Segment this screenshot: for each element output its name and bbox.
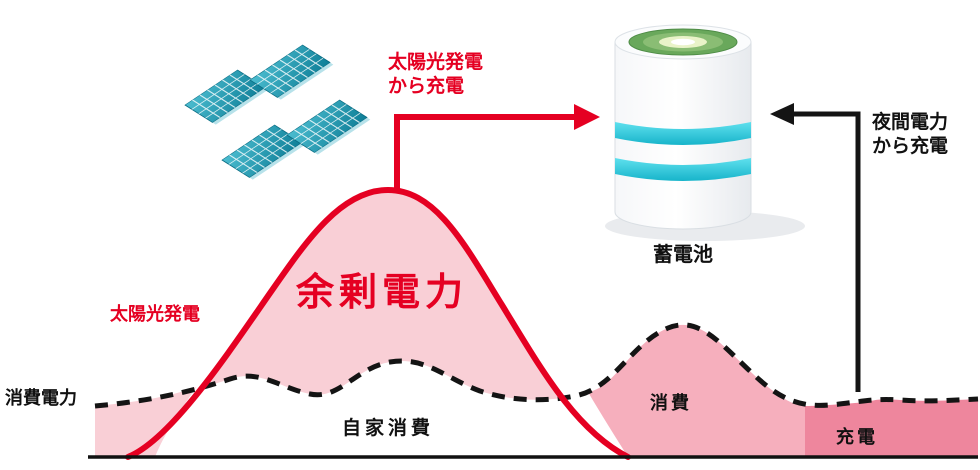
charge-from-night-label: 夜間電力 から充電 [872, 111, 949, 158]
chart-area [88, 186, 979, 460]
surplus-power-label: 余剰電力 [296, 270, 469, 314]
black-arrowhead [770, 103, 794, 125]
consumption-area [588, 324, 805, 457]
consumption-power-label: 消費電力 [5, 388, 77, 409]
battery-glow-core [671, 38, 695, 46]
red-arrowhead [574, 104, 600, 130]
solar-red-curve [125, 186, 631, 460]
charging-area [805, 399, 978, 457]
charge-from-solar-label: 太陽光発電 から充電 [388, 51, 484, 98]
consumption-label: 消費 [650, 393, 692, 414]
solar-curve-label: 太陽光発電 [110, 304, 200, 325]
battery-illustration [605, 24, 805, 241]
battery-band-upper [615, 122, 751, 145]
charging-label: 充電 [836, 427, 878, 448]
battery-band-lower [615, 158, 751, 181]
red-arrow [394, 104, 600, 192]
solar-panels-illustration [184, 44, 371, 181]
battery-label: 蓄電池 [653, 242, 713, 266]
self-consumption-label: 自家消費 [342, 417, 435, 439]
black-arrow [770, 103, 861, 392]
consumption-dashed-curve [94, 322, 979, 409]
